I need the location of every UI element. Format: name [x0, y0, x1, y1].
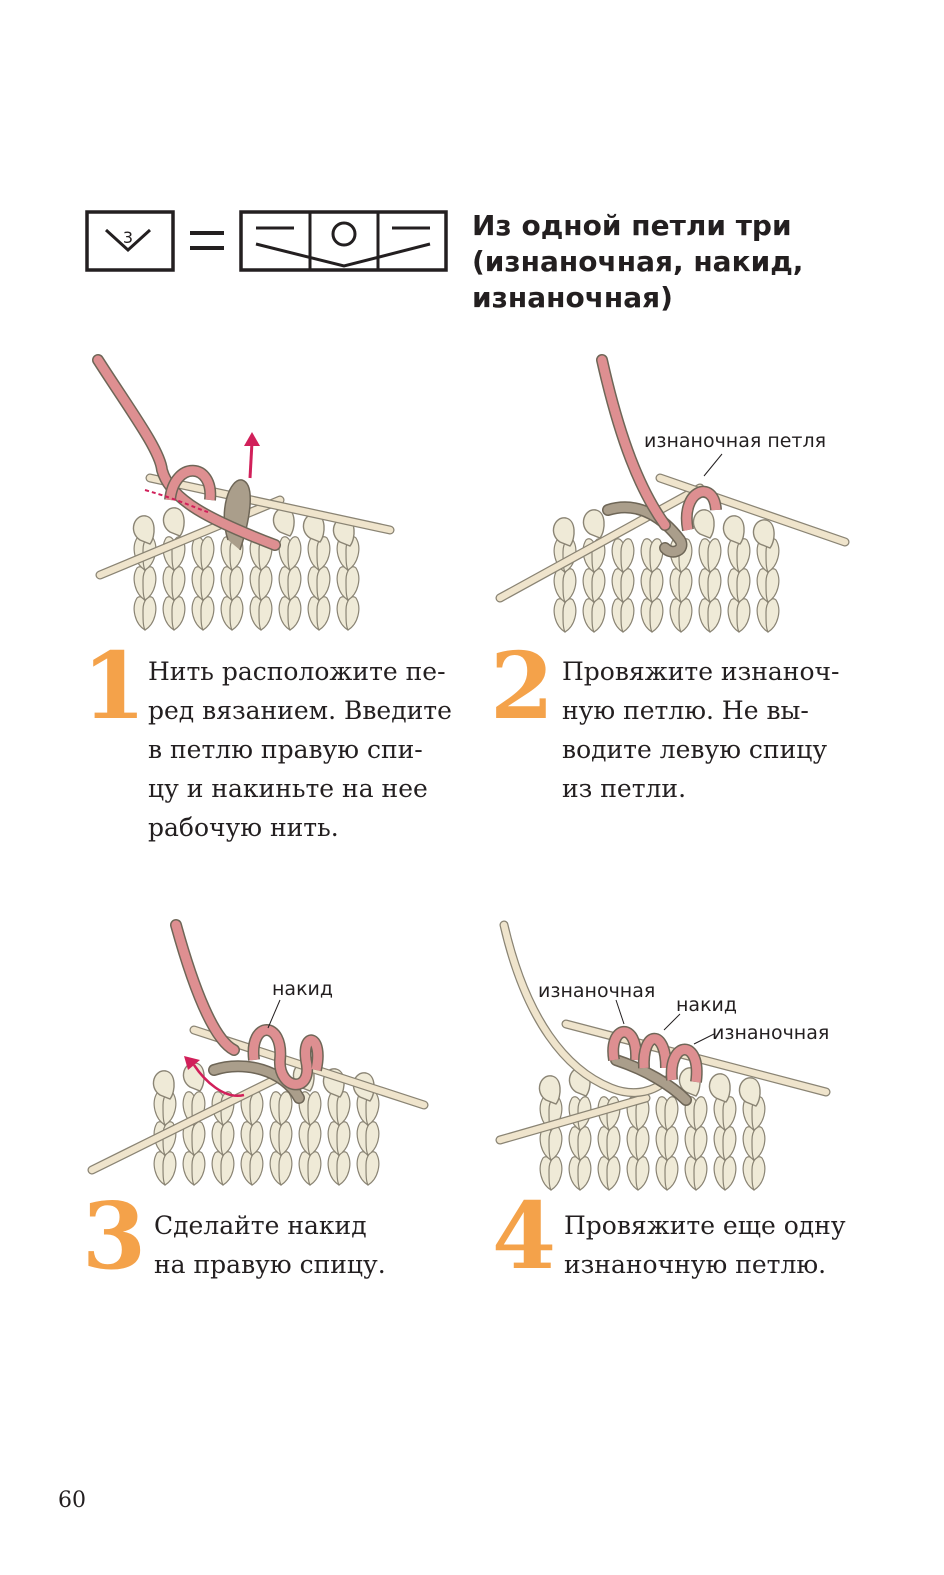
- symbol-count: 3: [123, 228, 133, 247]
- label-purl-right: изнаночная: [712, 1022, 830, 1044]
- step-number-3: 3: [82, 1182, 147, 1290]
- label-yarn-over: накид: [272, 978, 334, 1000]
- step-text-3: Сделайте накид на правую спицу.: [154, 1211, 386, 1279]
- step-text-1: Нить расположите пе- ред вязанием. Введи…: [148, 657, 452, 842]
- step-number-2: 2: [490, 632, 555, 740]
- symbol-expanded-cells: [239, 210, 448, 272]
- illustration-step-4: [495, 920, 831, 1190]
- label-yarn-over-4: накид: [676, 994, 738, 1016]
- page-number: 60: [58, 1488, 86, 1513]
- label-purl-left: изнаночная: [538, 980, 656, 1002]
- illustration-step-2: [495, 354, 850, 635]
- label-purl-loop: изнаночная петля: [644, 430, 827, 452]
- arrow-yarn-over: [192, 1064, 245, 1098]
- step-text-2: Провяжите изнаноч- ную петлю. Не вы- вод…: [562, 657, 840, 803]
- step-number-4: 4: [492, 1182, 557, 1290]
- step-text-4: Провяжите еще одну изнаночную петлю.: [564, 1211, 846, 1279]
- arrow-up: [248, 441, 254, 479]
- symbol-single-cell: [85, 210, 175, 272]
- step-number-1: 1: [82, 632, 147, 740]
- page-title: Из одной петли три (изнаночная, накид, и…: [472, 209, 804, 314]
- arrow-path: [144, 489, 209, 513]
- illustration-step-1: [92, 354, 395, 635]
- chart-symbol: 3: [85, 210, 448, 272]
- illustration-step-3: [87, 919, 429, 1190]
